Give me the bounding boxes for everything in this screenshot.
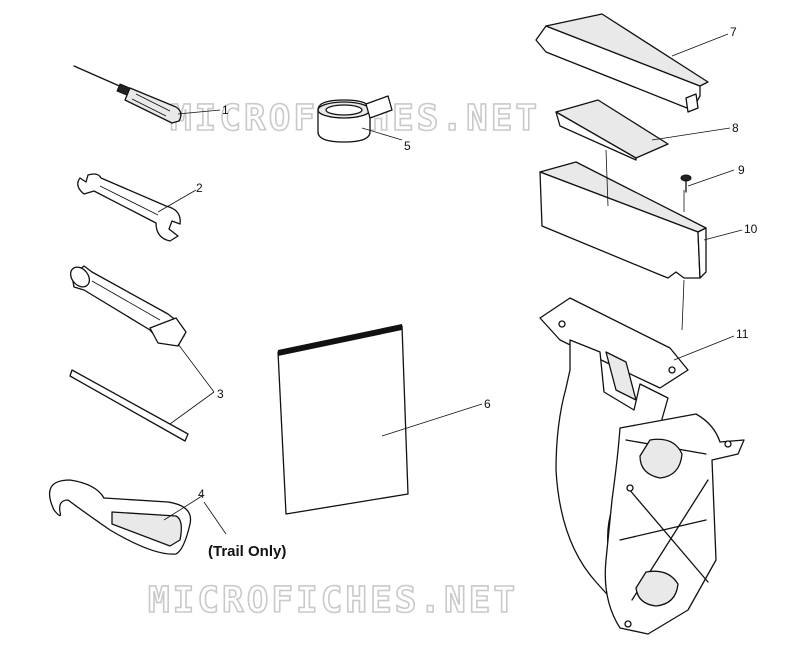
wrench-icon	[77, 173, 181, 242]
foam-pad-icon	[555, 99, 669, 161]
callout-7: 7	[730, 25, 737, 39]
callout-3: 3	[217, 387, 224, 401]
callout-11: 11	[736, 327, 749, 341]
chaincase-housing-icon	[539, 297, 745, 635]
callout-10: 10	[744, 222, 758, 236]
callout-9: 9	[738, 163, 745, 177]
callout-8: 8	[732, 121, 739, 135]
watermark-bottom: MICROFICHES.NET	[148, 580, 518, 621]
trail-only-note: (Trail Only)	[208, 543, 286, 560]
spanner-wrench-icon	[49, 479, 192, 555]
leader-lines	[157, 33, 743, 535]
tool-box-lid-icon	[535, 13, 709, 113]
screwdriver-icon	[73, 65, 182, 124]
tape-roll-icon	[317, 95, 393, 143]
callout-5: 5	[404, 139, 411, 153]
callout-2: 2	[196, 181, 203, 195]
tommy-bar-icon	[69, 369, 189, 442]
manual-icon	[277, 324, 409, 515]
spark-plug-socket-icon	[69, 265, 187, 347]
callout-4: 4	[198, 487, 205, 501]
screw-icon	[680, 174, 692, 193]
callout-6: 6	[484, 397, 491, 411]
tool-box-icon	[539, 149, 707, 331]
callout-1: 1	[222, 103, 229, 117]
